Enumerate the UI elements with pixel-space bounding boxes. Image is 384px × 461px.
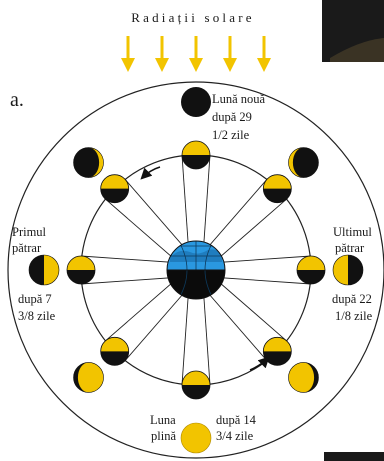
moon-phase-icon	[101, 337, 129, 365]
moon-phase-icon	[182, 371, 210, 399]
full-moon-days-label: după 14 3/4 zile	[216, 413, 257, 443]
moon-phase-icon	[74, 362, 104, 392]
orbit-direction-arrow-bottom	[250, 358, 268, 370]
down-arrow-icon	[121, 36, 135, 72]
corner-photo-bottom	[324, 452, 384, 461]
svg-text:pătrar: pătrar	[12, 241, 42, 255]
moon-phase-icon	[263, 175, 291, 203]
first-quarter-days-label: după 7 3/8 zile	[18, 292, 56, 323]
moon-phase-icon	[333, 255, 363, 285]
svg-text:1/8 zile: 1/8 zile	[335, 309, 373, 323]
svg-text:după 29: după 29	[212, 110, 252, 124]
moon-phase-icon	[297, 256, 325, 284]
new-moon-label: Lună nouă după 29 1/2 zile	[212, 92, 266, 142]
moon-phase-icon	[67, 256, 95, 284]
moon-phase-icon	[29, 255, 59, 285]
down-arrow-icon	[189, 36, 203, 72]
figure-label: a.	[10, 89, 24, 111]
moon-phase-icon	[263, 337, 291, 365]
earth-globe-icon	[160, 238, 240, 300]
svg-text:3/4 zile: 3/4 zile	[216, 429, 254, 443]
svg-text:după 7: după 7	[18, 292, 52, 306]
moon-phase-icon	[181, 423, 211, 453]
svg-text:Primul: Primul	[12, 225, 47, 239]
svg-text:Lună nouă: Lună nouă	[212, 92, 266, 106]
svg-text:Ultimul: Ultimul	[333, 225, 372, 239]
svg-text:după 22: după 22	[332, 292, 372, 306]
down-arrow-icon	[257, 36, 271, 72]
down-arrow-icon	[155, 36, 169, 72]
first-quarter-label: Primul pătrar	[12, 225, 47, 255]
svg-text:3/8 zile: 3/8 zile	[18, 309, 56, 323]
orbit-direction-arrow-top	[142, 167, 160, 178]
svg-text:pătrar: pătrar	[335, 241, 365, 255]
svg-text:Luna: Luna	[150, 413, 176, 427]
moon-phase-icon	[182, 141, 210, 169]
svg-text:1/2 zile: 1/2 zile	[212, 128, 250, 142]
moon-phase-icon	[288, 362, 318, 392]
full-moon-label: Luna plină	[150, 413, 176, 443]
moon-phase-icon	[181, 87, 211, 117]
last-quarter-days-label: după 22 1/8 zile	[332, 292, 373, 323]
moon-phase-icon	[101, 175, 129, 203]
down-arrow-icon	[223, 36, 237, 72]
sun-rays-title: Radiații solare	[131, 10, 254, 25]
svg-text:plină: plină	[151, 429, 176, 443]
sun-rays	[121, 36, 271, 72]
moon-phase-icon	[74, 148, 104, 178]
last-quarter-label: Ultimul pătrar	[333, 225, 372, 255]
moon-phase-icon	[288, 148, 318, 178]
svg-text:după 14: după 14	[216, 413, 257, 427]
